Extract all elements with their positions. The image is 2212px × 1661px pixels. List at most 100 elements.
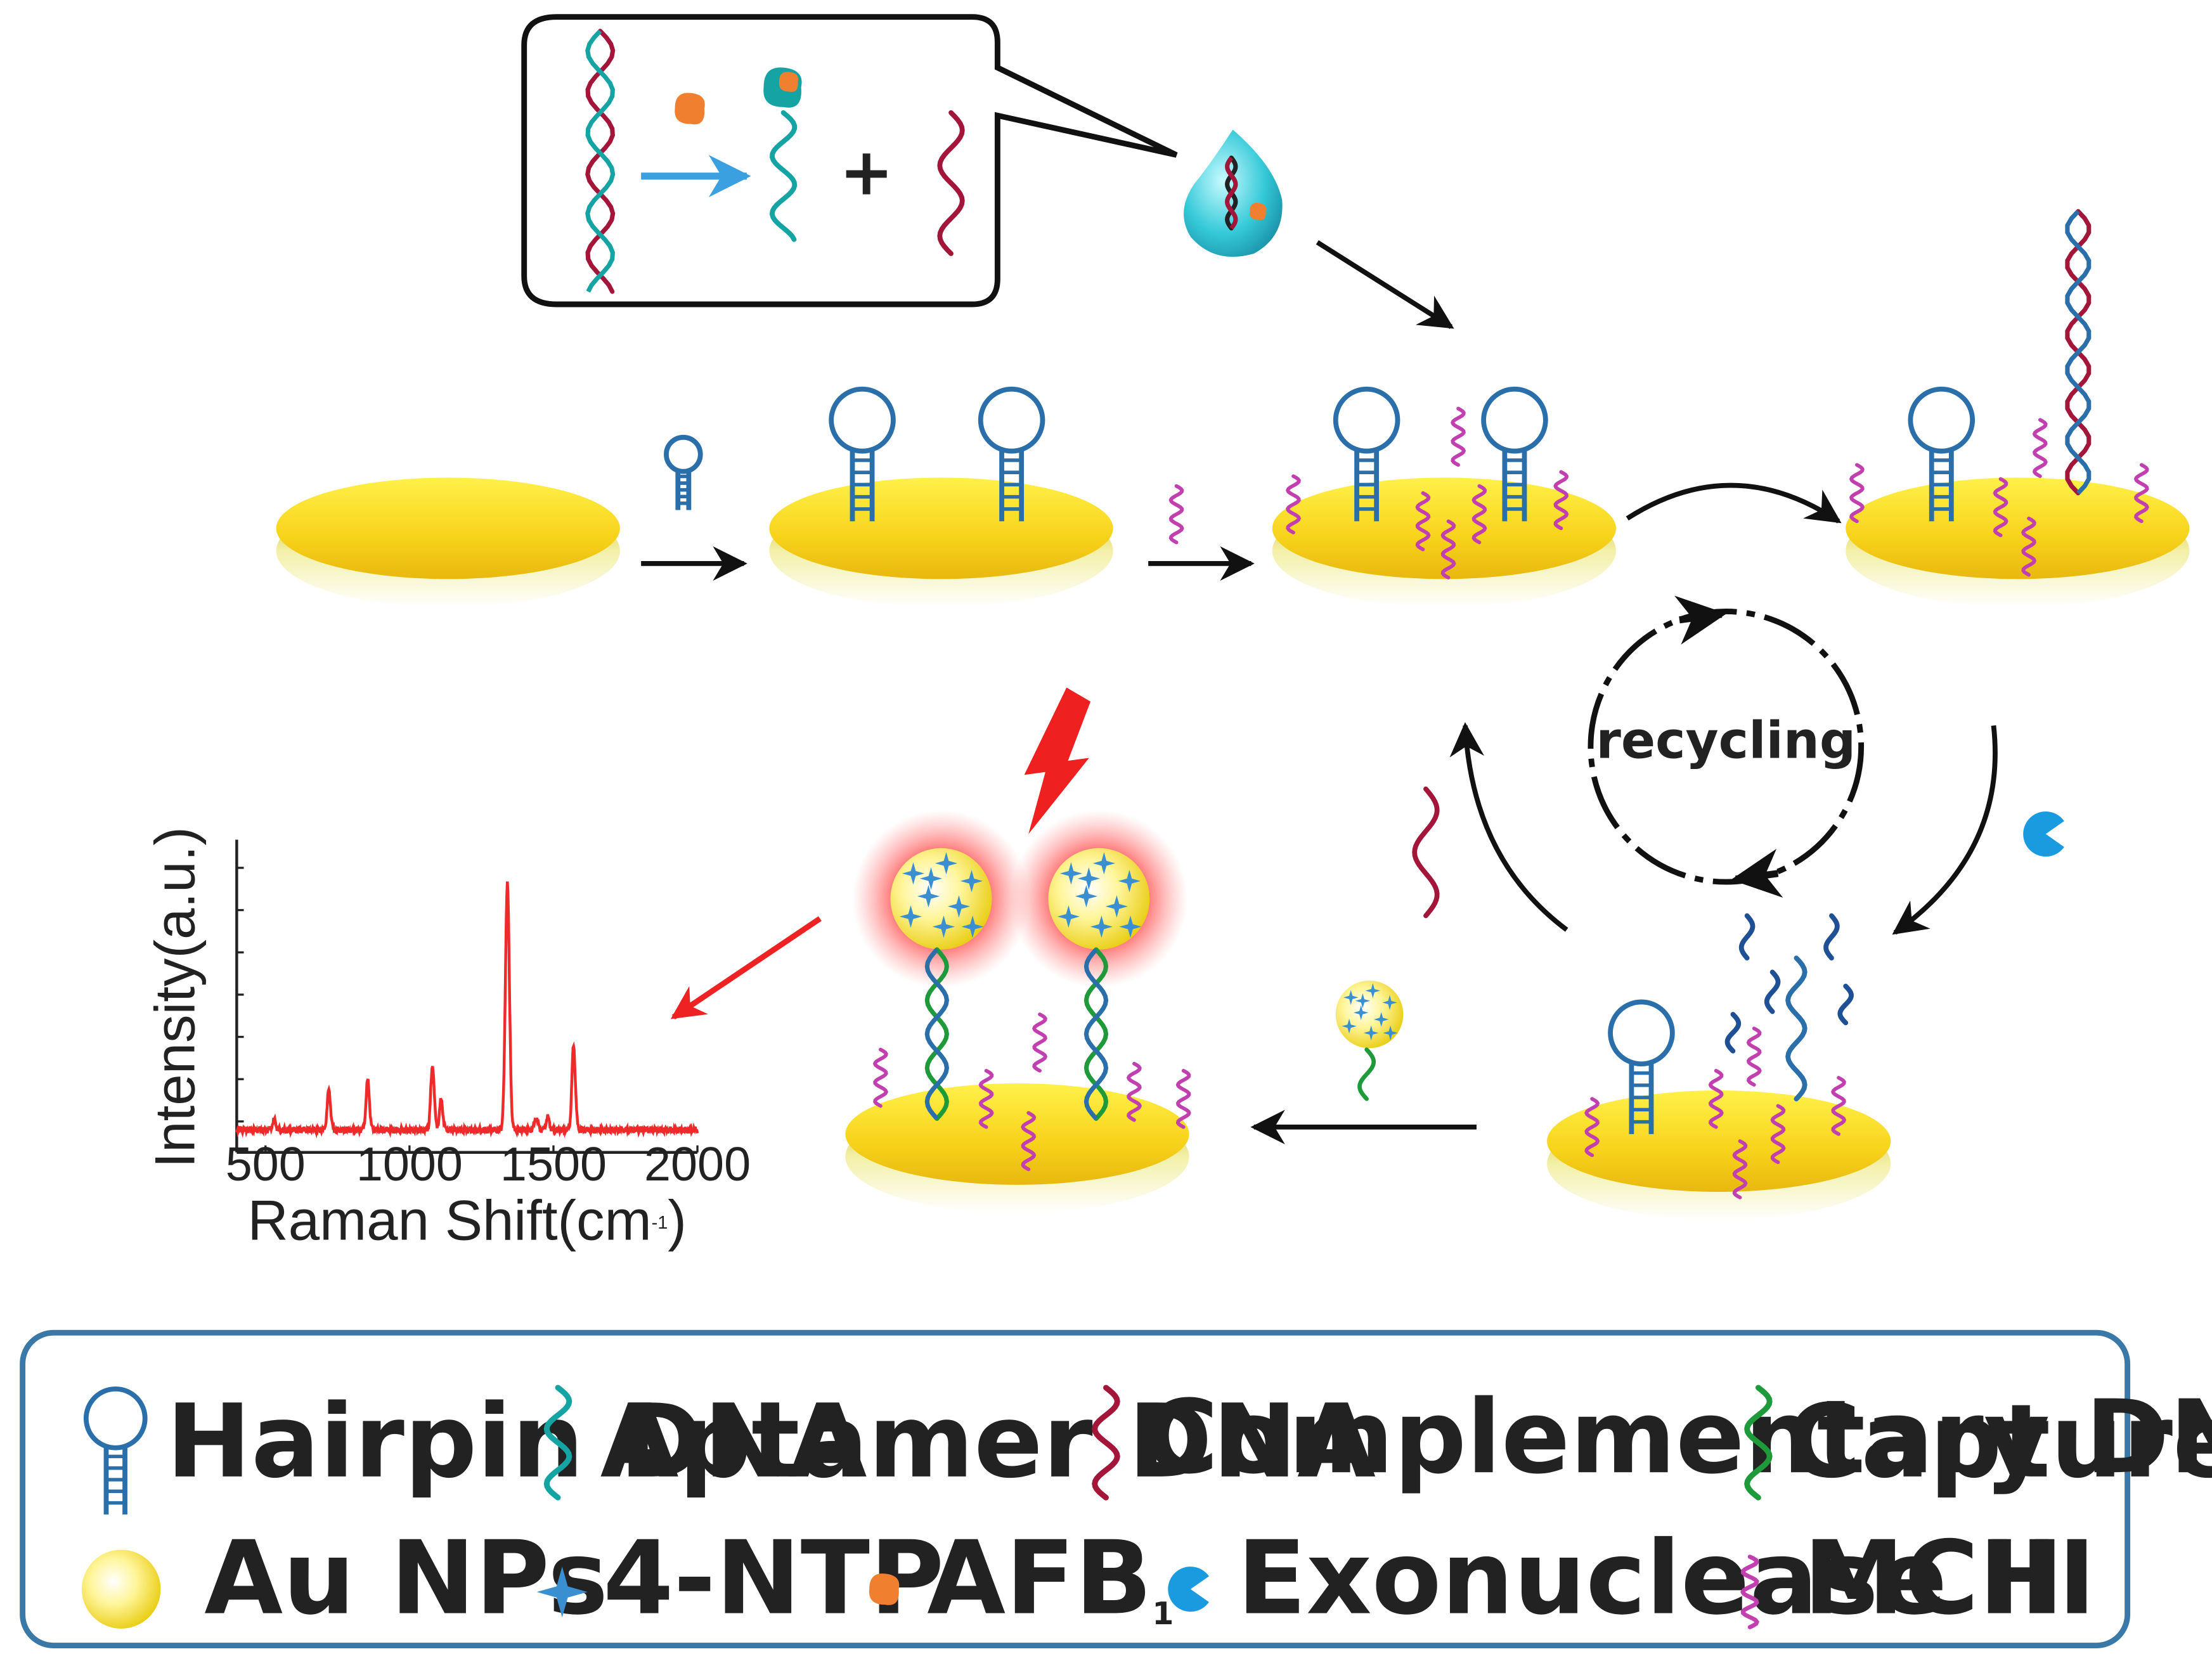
ntp-star <box>947 895 971 918</box>
ntp-star <box>1077 867 1100 890</box>
au-np-probe-icon <box>1335 980 1404 1049</box>
ntp-star <box>1119 915 1142 938</box>
legend-label-aunp: Au NPs <box>204 1518 608 1637</box>
ntp-star <box>961 915 984 938</box>
legend-4ntp-icon <box>536 1567 588 1618</box>
legend-label-afb: AFB1 <box>927 1518 1174 1637</box>
capture-hairpin-duplex <box>924 947 949 1121</box>
mch-strand <box>1415 491 1431 552</box>
recycling-cycle: recycling <box>1588 595 1865 898</box>
legend-label-aptamer: Aptamer DNA <box>600 1382 1376 1501</box>
legend <box>20 1329 2131 1649</box>
aptamer-complementary-duplex <box>585 29 616 294</box>
ntp-star <box>932 915 955 938</box>
dna-fragment <box>1738 913 1756 960</box>
legend-au-np-icon <box>81 1549 161 1629</box>
mch-strand <box>1746 1026 1762 1087</box>
mch-reagent-icon <box>1168 484 1184 545</box>
mch-strand <box>1584 1097 1600 1158</box>
released-complementary-dna <box>1412 786 1440 919</box>
sample-droplet <box>1184 129 1283 257</box>
afb1-molecule <box>1250 202 1266 221</box>
mch-strand <box>1471 484 1487 545</box>
x-tick-label: 1500 <box>500 1138 607 1191</box>
mch-strand <box>1849 463 1865 524</box>
mch-strand <box>2133 463 2149 524</box>
process-arrows <box>641 240 1998 1144</box>
spectrum-line <box>235 881 699 1139</box>
reaction-callout <box>521 14 1178 307</box>
x-axis-label: Raman Shift(cm-1) <box>248 1189 687 1252</box>
ntp-star <box>1383 1025 1398 1041</box>
au-np-labeled <box>1010 810 1188 988</box>
ntp-star <box>1363 1025 1379 1041</box>
legend-label-exo: Exonuclease III <box>1237 1518 2095 1637</box>
ntp-star <box>1353 1005 1369 1021</box>
aptamer-dna <box>769 110 798 242</box>
mch-strand <box>1708 1069 1724 1129</box>
mch-strand <box>2032 418 2048 479</box>
legend-afb1-icon <box>869 1574 900 1605</box>
ntp-star <box>935 852 958 875</box>
mch-strand <box>2021 516 2037 577</box>
ntp-star <box>1355 993 1371 1009</box>
capture-dna-tail <box>1357 1047 1376 1101</box>
y-axis-label: Intensity(a.u.) <box>144 827 207 1168</box>
mch-strand <box>1440 519 1456 580</box>
legend-label-mch: MCH <box>1804 1518 2064 1637</box>
ntp-star <box>1342 1018 1357 1034</box>
hairpin-dna <box>829 386 896 522</box>
legend-label-complementary: Complementary DNA <box>1144 1378 2212 1496</box>
ntp-star <box>1373 1012 1389 1027</box>
exonuclease-icon <box>2023 811 2064 857</box>
mch-strand <box>1175 1069 1191 1129</box>
ntp-star <box>899 905 922 928</box>
legend-complementary-icon <box>1092 1385 1120 1501</box>
arrow-release <box>1449 722 1568 932</box>
ntp-star <box>919 867 943 890</box>
dna-fragment <box>1837 983 1854 1026</box>
digested-hairpin-strand <box>1785 955 1808 1102</box>
dna-fragment <box>1724 1012 1742 1054</box>
ntp-star <box>1090 915 1113 938</box>
mch-strand <box>1032 1012 1048 1073</box>
complementary-hairpin-duplex <box>2065 209 2092 496</box>
complementary-dna <box>937 110 965 256</box>
dna-fragment <box>1823 913 1840 960</box>
ntp-star <box>1059 862 1082 885</box>
ntp-star <box>1365 983 1381 999</box>
mch-strand <box>1770 1104 1786 1165</box>
ntp-star <box>917 885 940 908</box>
ntp-star <box>960 870 983 893</box>
laser-bolt-icon <box>1024 687 1091 834</box>
mch-strand <box>1993 477 2008 538</box>
legend-label-hairpin: Hairpin DNA <box>166 1382 867 1501</box>
hairpin-dna <box>978 386 1045 522</box>
mch-strand <box>872 1047 888 1108</box>
plus-sign: + <box>839 135 894 210</box>
mch-strand <box>1451 406 1466 467</box>
ntp-star <box>902 862 925 885</box>
x-tick-label: 2000 <box>644 1138 751 1191</box>
hairpin-dna <box>1608 999 1675 1134</box>
mch-strand <box>978 1069 994 1129</box>
ntp-star <box>1382 995 1397 1011</box>
arrow-exo <box>1892 725 1998 935</box>
ntp-star <box>1343 990 1359 1005</box>
gold-electrode-hairpin <box>769 477 1113 607</box>
gold-electrode-bare <box>276 477 620 607</box>
hairpin-dna <box>1481 386 1548 522</box>
ntp-star <box>1118 870 1141 893</box>
x-tick-label: 1000 <box>356 1138 463 1191</box>
x-tick-label: 500 <box>226 1138 306 1191</box>
legend-exonuclease-icon <box>1168 1567 1209 1612</box>
hairpin-dna <box>1333 386 1400 522</box>
arrow-step3 <box>1626 482 1842 524</box>
mch-strand <box>1286 474 1302 534</box>
hairpin-dna <box>1908 386 1976 522</box>
legend-hairpin-icon <box>83 1386 148 1515</box>
mch-strand <box>1831 1076 1847 1136</box>
legend-mch-icon <box>1740 1554 1759 1630</box>
